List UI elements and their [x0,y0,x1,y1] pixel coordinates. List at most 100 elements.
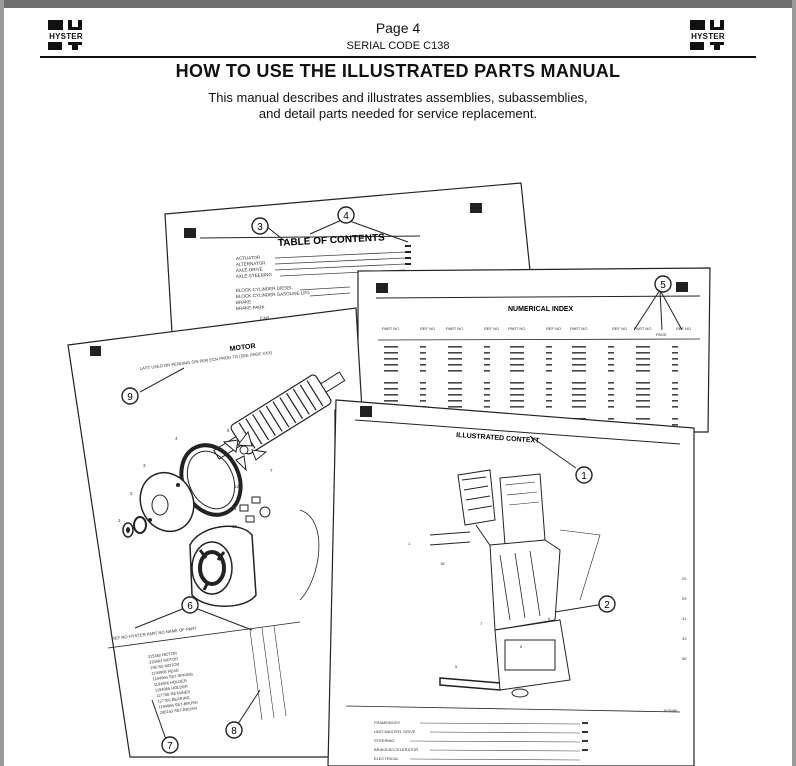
index-cell-mark [384,388,398,390]
callout-5: 5 [654,275,672,293]
svg-text:6: 6 [548,616,551,621]
index-cell-mark [546,352,552,354]
index-cell-mark [448,352,462,354]
index-cell-mark [448,406,462,408]
index-cell-mark [608,352,614,354]
logo-text: HYSTER [49,32,83,41]
motor-sheet: MOTOR LAST USED ON PENDING S/N PER ECN P… [67,307,363,758]
index-cell-mark [672,388,678,390]
index-cell-mark [546,400,552,402]
index-cell-mark [672,424,678,426]
svg-text:5/26/86: 5/26/86 [664,708,678,713]
index-cell-mark [420,388,426,390]
index-cell-mark [546,394,552,396]
motor-part-row: 1194966 SET-SPRING [152,671,193,681]
window-frame-right [792,0,796,766]
index-cell-mark [546,364,552,366]
index-cell-mark [384,352,398,354]
motor-part-row: 315482 MOTOR [148,650,178,659]
index-cell-mark [448,358,462,360]
index-cell-mark [672,406,678,408]
motor-part-row: 296765 MOTOR [150,662,180,671]
index-cell-mark [510,364,524,366]
index-cell-mark [384,364,398,366]
index-cell-mark [572,400,586,402]
index-cell-mark [484,400,490,402]
index-cell-mark [484,364,490,366]
callout-8: 8 [225,721,243,739]
index-cell-mark [636,418,650,420]
index-cell-mark [384,346,398,348]
svg-text:7: 7 [167,741,173,752]
index-cell-mark [448,382,462,384]
index-cell-mark [572,388,586,390]
callout-2: 2 [598,595,616,613]
index-cell-mark [484,370,490,372]
intro-text: This manual describes and illustrates as… [0,90,796,122]
index-cell-mark [510,352,524,354]
index-cell-mark [484,346,490,348]
index-cell-mark [572,352,586,354]
index-cell-mark [510,400,524,402]
toc-entry: BLOCK-CYLINDER DIESEL [236,285,293,293]
svg-text:5: 5 [455,664,458,669]
index-cell-mark [420,394,426,396]
index-cell-mark [546,358,552,360]
context-list-item: UNIT-MASTER, DRIVE [374,729,416,734]
index-cell-mark [546,406,552,408]
toc-logo [184,228,196,238]
svg-text:2: 2 [604,600,610,611]
index-cell-mark [608,382,614,384]
index-cell-mark [546,388,552,390]
svg-text:3: 3 [143,463,146,468]
numerical-index-title: NUMERICAL INDEX [508,306,574,313]
index-cell-mark [608,346,614,348]
svg-text:8: 8 [520,644,523,649]
index-cell-mark [546,370,552,372]
index-cell-mark [608,418,614,420]
index-cell-mark [510,382,524,384]
svg-text:4: 4 [175,436,178,441]
index-col-page: PAGE [656,332,667,337]
window-frame-left [0,0,4,766]
intro-line-1: This manual describes and illustrates as… [208,90,588,105]
header-rule [40,56,756,58]
index-cell-mark [636,394,650,396]
toc-entry: AXLE-STEERING [236,272,273,279]
index-cell-mark [636,388,650,390]
index-cell-mark [636,346,650,348]
svg-text:3: 3 [257,222,263,233]
svg-text:7: 7 [480,621,483,626]
index-cell-mark [608,406,614,408]
index-cell-mark [546,346,552,348]
index-cell-mark [420,346,426,348]
context-list-item: FRAME/BODY [374,720,401,725]
toc-entry: ALTERNATOR [236,260,266,267]
hyster-logo-right: HYSTER [690,20,726,50]
index-cell-mark [636,352,650,354]
context-list-item: BRAKE/ACCELERATOR [374,747,418,752]
index-cell-mark [608,400,614,402]
index-cell-mark [484,382,490,384]
toc-entry: ACTUATOR [236,255,261,261]
index-cell-mark [484,352,490,354]
callout-4: 4 [337,206,355,224]
index-cell-mark [608,370,614,372]
svg-text:29: 29 [682,596,687,601]
callout-leaders [134,289,683,746]
svg-text:11: 11 [232,506,237,511]
index-cell-mark [420,370,426,372]
svg-text:1: 1 [408,541,411,546]
callout-1: 1 [575,466,593,484]
index-cell-mark [448,364,462,366]
index-cell-mark [510,394,524,396]
index-cell-mark [672,358,678,360]
index-cell-mark [636,400,650,402]
index-cell-mark [672,382,678,384]
index-cell-mark [572,406,586,408]
index-cell-mark [608,388,614,390]
window-frame-top [0,0,796,8]
